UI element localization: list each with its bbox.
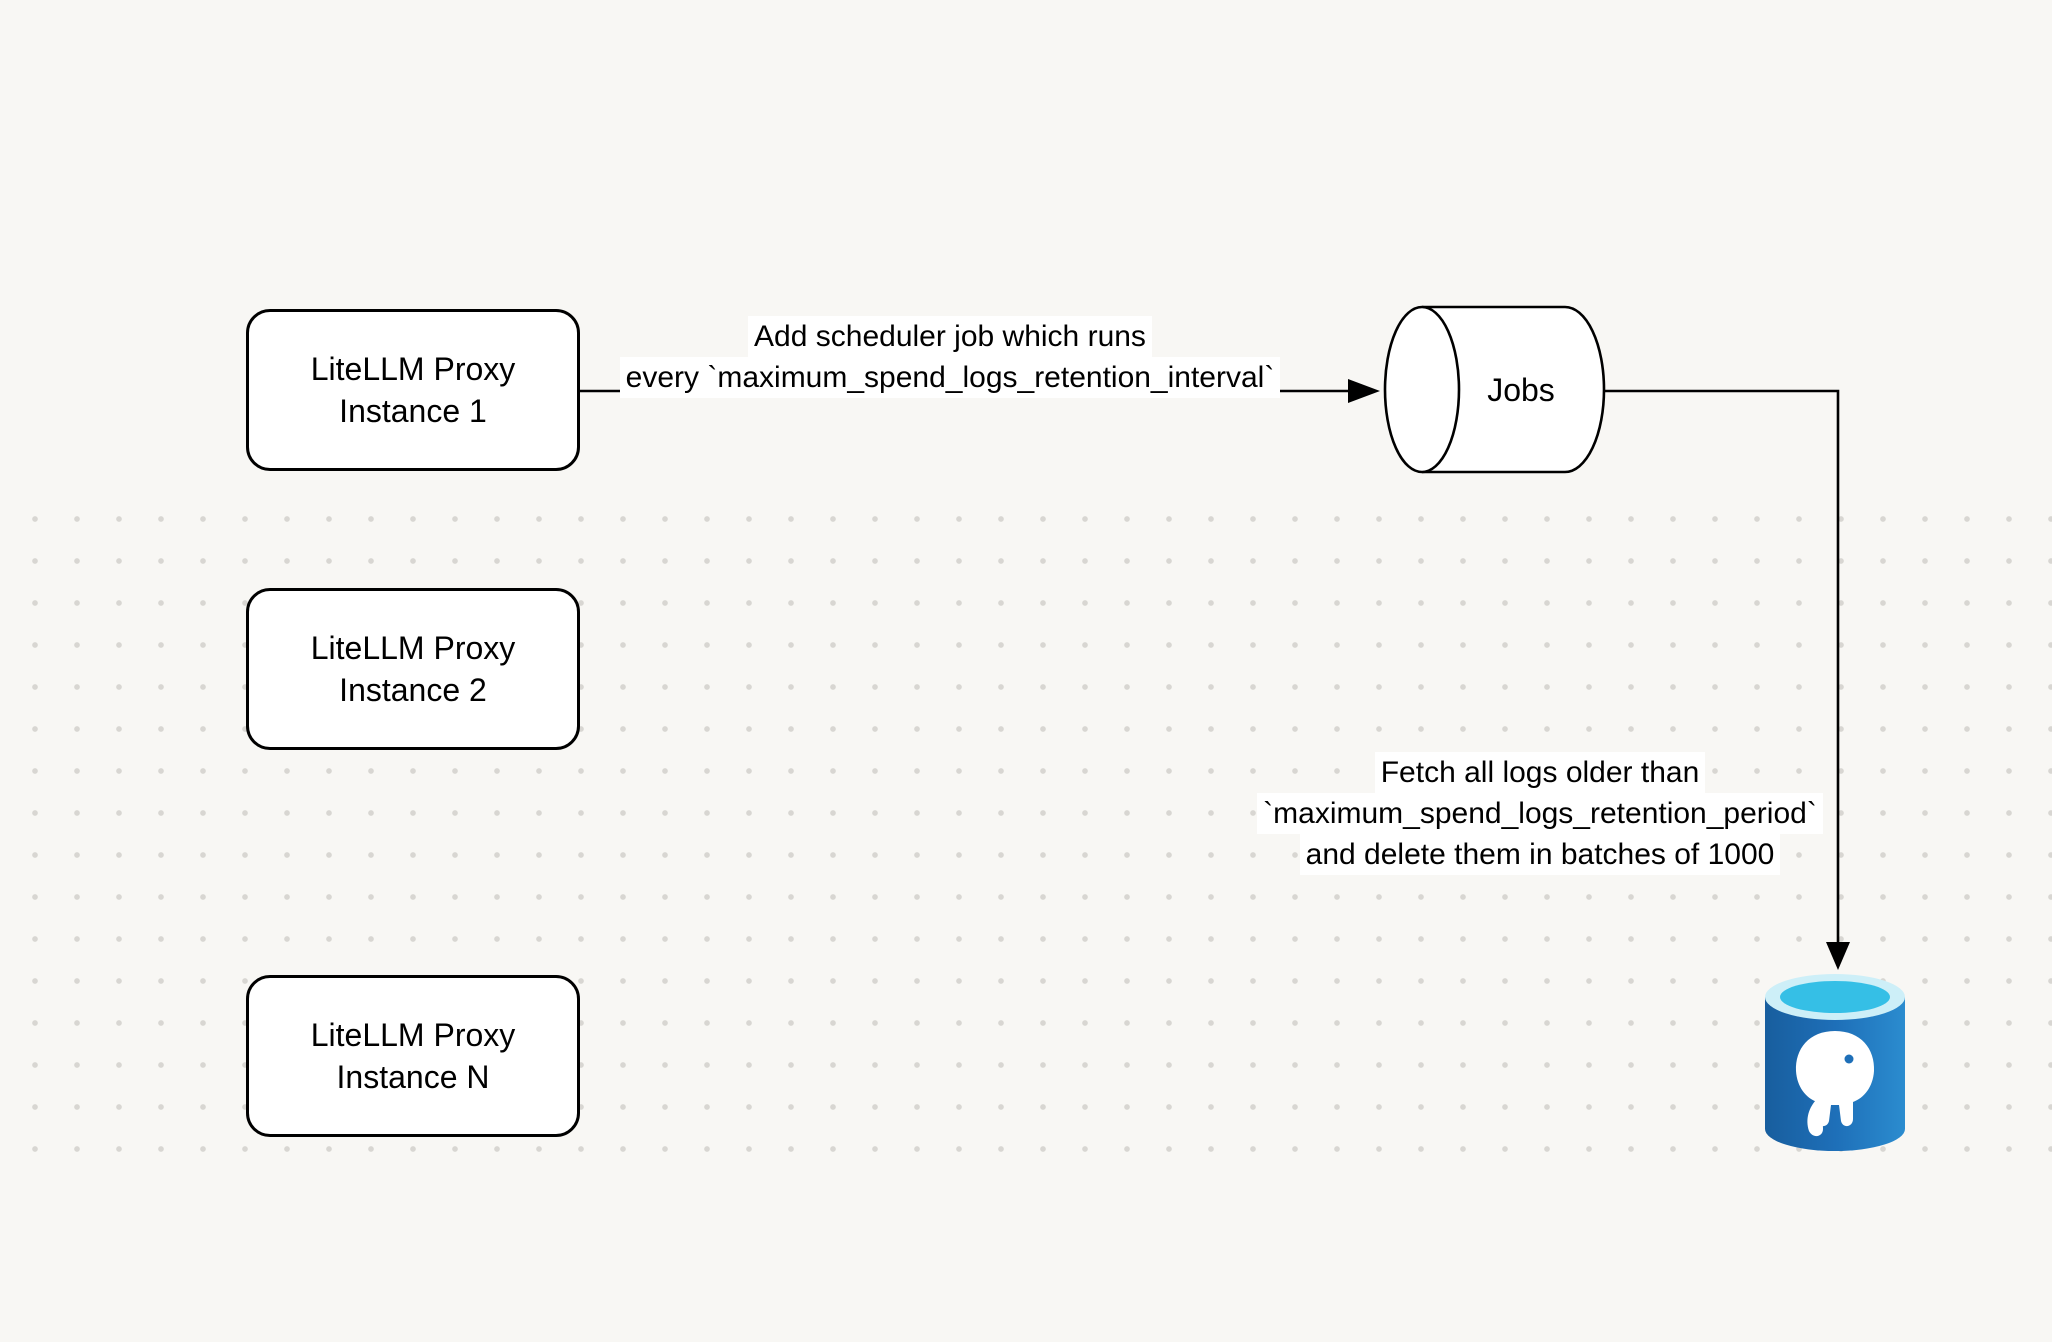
edge-label-text: `maximum_spend_logs_retention_period`	[1257, 793, 1823, 834]
jobs-node-label: Jobs	[1487, 372, 1555, 408]
node-litellm-proxy-instance-2[interactable]: LiteLLM Proxy Instance 2	[246, 588, 580, 750]
node-label-line: LiteLLM Proxy	[310, 351, 516, 387]
edge-label-text: Add scheduler job which runs	[748, 316, 1152, 357]
edge-label-cleanup: Fetch all logs older than `maximum_spend…	[1210, 752, 1870, 875]
queue-cylinder-icon: Jobs	[1383, 305, 1606, 474]
node-label-line: Instance N	[336, 1059, 490, 1095]
edge-label-text: and delete them in batches of 1000	[1299, 834, 1781, 875]
node-label-line: LiteLLM Proxy	[310, 1017, 516, 1053]
arrowhead-right-icon	[1348, 379, 1380, 403]
node-label-line: LiteLLM Proxy	[310, 630, 516, 666]
node-litellm-proxy-instance-n[interactable]: LiteLLM Proxy Instance N	[246, 975, 580, 1137]
node-postgresql-database[interactable]	[1765, 973, 1905, 1153]
node-label-line: Instance 2	[339, 672, 487, 708]
node-label-line: Instance 1	[339, 393, 487, 429]
node-jobs-queue[interactable]: Jobs	[1383, 305, 1606, 474]
node-litellm-proxy-instance-1[interactable]: LiteLLM Proxy Instance 1	[246, 309, 580, 471]
edge-label-text: Fetch all logs older than	[1374, 752, 1706, 793]
elephant-icon	[1795, 1031, 1875, 1137]
edge-label-text: every `maximum_spend_logs_retention_inte…	[619, 357, 1281, 398]
edge-label-scheduler: Add scheduler job which runs every `maxi…	[570, 316, 1330, 398]
postgresql-database-icon	[1765, 974, 1905, 1151]
